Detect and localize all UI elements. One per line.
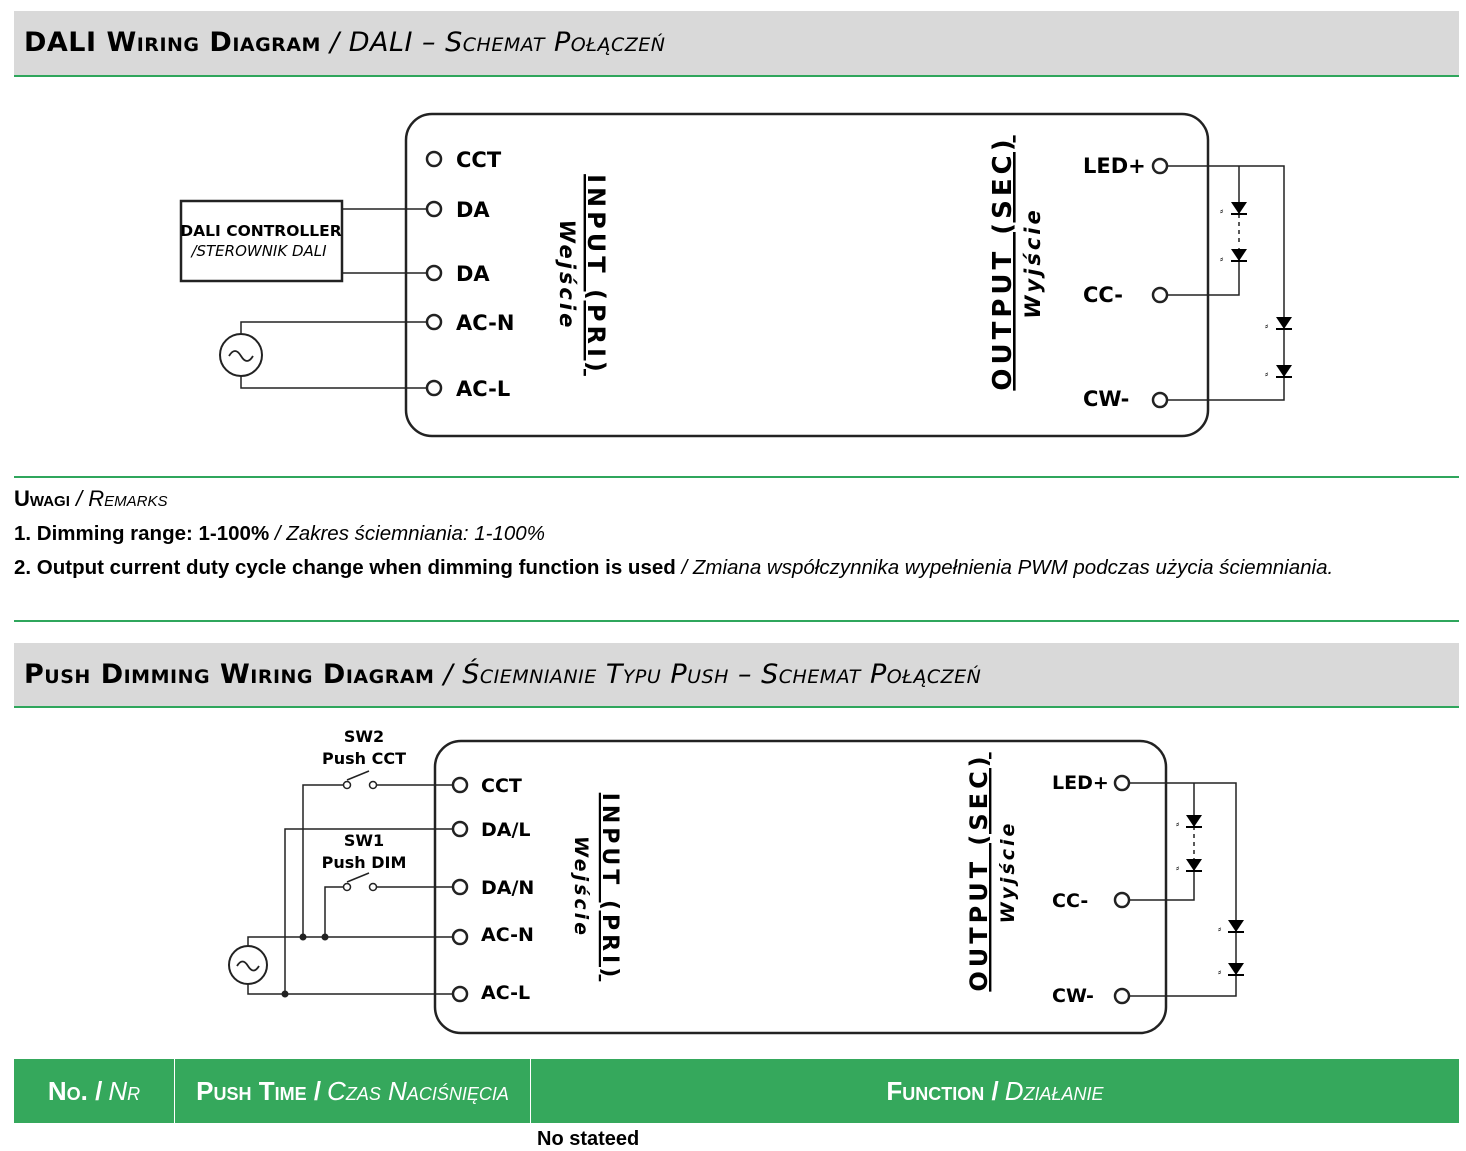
divider [14, 476, 1459, 478]
svg-text:⸗: ⸗ [1176, 819, 1180, 830]
led-icon: ⸗ [1220, 201, 1248, 217]
dali-terminal-cc-minus: CC- [1083, 283, 1169, 307]
push-section-title: Push Dimming Wiring Diagram / Ściemniani… [24, 659, 982, 690]
push-terminal-ac-n: AC-N [451, 924, 534, 946]
svg-text:DA: DA [456, 262, 490, 286]
svg-text:⸗: ⸗ [1265, 369, 1269, 380]
table-header-push-time: Push Time /Czas Naciśnięcia [175, 1059, 531, 1123]
push-terminal-led-plus: LED+ [1052, 772, 1131, 794]
led-icon: ⸗ [1265, 364, 1293, 380]
sw2-id: SW2 [344, 727, 384, 746]
svg-text:CW-: CW- [1083, 387, 1129, 411]
svg-text:DA/L: DA/L [481, 819, 531, 841]
dali-output-label: OUTPUT (SEC) [988, 135, 1018, 390]
dali-controller-line1: DALI CONTROLLER [180, 222, 341, 240]
svg-text:AC-L: AC-L [456, 377, 510, 401]
sw2-label: Push CCT [322, 749, 406, 768]
svg-text:AC-N: AC-N [481, 924, 534, 946]
dali-section-header: DALI Wiring Diagram / DALI – Schemat Poł… [14, 11, 1459, 77]
dali-terminal-ac-n: AC-N [425, 311, 514, 335]
push-output-label: OUTPUT (SEC) [965, 752, 993, 991]
svg-text:AC-N: AC-N [456, 311, 514, 335]
dali-terminal-led-plus: LED+ [1083, 154, 1169, 178]
dali-terminal-cw-minus: CW- [1083, 387, 1169, 411]
sw1-id: SW1 [344, 831, 384, 850]
led-icon: ⸗ [1218, 919, 1245, 935]
push-wiring-diagram: SW2 Push CCT SW1 Push DIM CCT DA/L DA/N [228, 727, 1245, 1035]
divider [14, 620, 1459, 622]
push-output-label-pl: Wyjście [997, 821, 1019, 924]
remarks-title: Uwagi / Remarks [14, 486, 168, 511]
led-icon: ⸗ [1218, 962, 1245, 978]
svg-text:⸗: ⸗ [1176, 863, 1180, 874]
svg-text:DA/N: DA/N [481, 877, 534, 899]
svg-text:⸗: ⸗ [1218, 924, 1222, 935]
svg-text:LED+: LED+ [1052, 772, 1109, 794]
svg-text:CC-: CC- [1083, 283, 1123, 307]
svg-text:⸗: ⸗ [1220, 254, 1224, 265]
dali-controller-line2: /STEROWNIK DALI [189, 242, 327, 260]
push-terminal-ac-l: AC-L [451, 982, 530, 1004]
push-function-table-header: No. /Nr Push Time /Czas Naciśnięcia Func… [14, 1059, 1459, 1123]
svg-text:DA: DA [456, 198, 490, 222]
remark-item-2: 2. Output current duty cycle change when… [14, 556, 1334, 579]
svg-text:⸗: ⸗ [1220, 206, 1224, 217]
svg-text:CC-: CC- [1052, 890, 1088, 912]
push-terminal-da-n: DA/N [451, 877, 534, 899]
dali-wiring-diagram: DALI CONTROLLER /STEROWNIK DALI CCT DA D… [179, 112, 1293, 438]
led-icon: ⸗ [1220, 248, 1248, 265]
led-icon: ⸗ [1265, 316, 1293, 332]
table-header-no: No. /Nr [14, 1059, 175, 1123]
svg-text:CCT: CCT [481, 775, 522, 797]
dali-controller-box [179, 199, 344, 283]
sw1-label: Push DIM [322, 853, 407, 872]
dali-driver-box [404, 112, 1210, 438]
sw2-switch-icon [302, 770, 452, 937]
dali-section-title: DALI Wiring Diagram / DALI – Schemat Poł… [24, 27, 666, 58]
push-terminal-cc-minus: CC- [1052, 890, 1131, 912]
led-icon: ⸗ [1176, 814, 1203, 830]
remark-item-1: 1. Dimming range: 1-100% / Zakres ściemn… [14, 522, 545, 545]
push-input-label-pl: Wejście [570, 836, 592, 938]
push-terminal-da-l: DA/L [451, 819, 531, 841]
table-header-function: Function /Działanie [886, 1075, 1104, 1106]
push-section-header: Push Dimming Wiring Diagram / Ściemniani… [14, 643, 1459, 708]
svg-text:CCT: CCT [456, 148, 502, 172]
dali-output-label-pl: Wyjście [1021, 207, 1045, 318]
dali-terminal-da1: DA [425, 198, 490, 222]
table-row-partial: No stateed [537, 1128, 640, 1150]
dali-title-en: DALI Wiring Diagram [24, 27, 321, 58]
dali-title-pl: DALI – Schemat Połączeń [348, 27, 666, 58]
svg-text:LED+: LED+ [1083, 154, 1146, 178]
push-terminal-cct: CCT [451, 775, 522, 797]
dali-input-label-pl: Wejście [555, 220, 579, 331]
dali-terminal-ac-l: AC-L [425, 377, 510, 401]
dali-terminal-da2: DA [425, 262, 490, 286]
svg-text:AC-L: AC-L [481, 982, 530, 1004]
led-icon: ⸗ [1176, 858, 1203, 874]
push-terminal-cw-minus: CW- [1052, 985, 1131, 1007]
remarks-block: Uwagi / Remarks 1. Dimming range: 1-100%… [14, 484, 1454, 583]
svg-text:⸗: ⸗ [1265, 321, 1269, 332]
dali-input-label: INPUT (PRI) [582, 174, 610, 376]
push-title-en: Push Dimming Wiring Diagram [24, 659, 435, 690]
push-input-label: INPUT (PRI) [597, 793, 622, 982]
dali-terminal-cct: CCT [425, 148, 502, 172]
svg-text:⸗: ⸗ [1218, 967, 1222, 978]
svg-text:CW-: CW- [1052, 985, 1094, 1007]
push-title-pl: Ściemnianie Typu Push – Schemat Połączeń [462, 659, 982, 690]
sw1-switch-icon [324, 872, 452, 937]
